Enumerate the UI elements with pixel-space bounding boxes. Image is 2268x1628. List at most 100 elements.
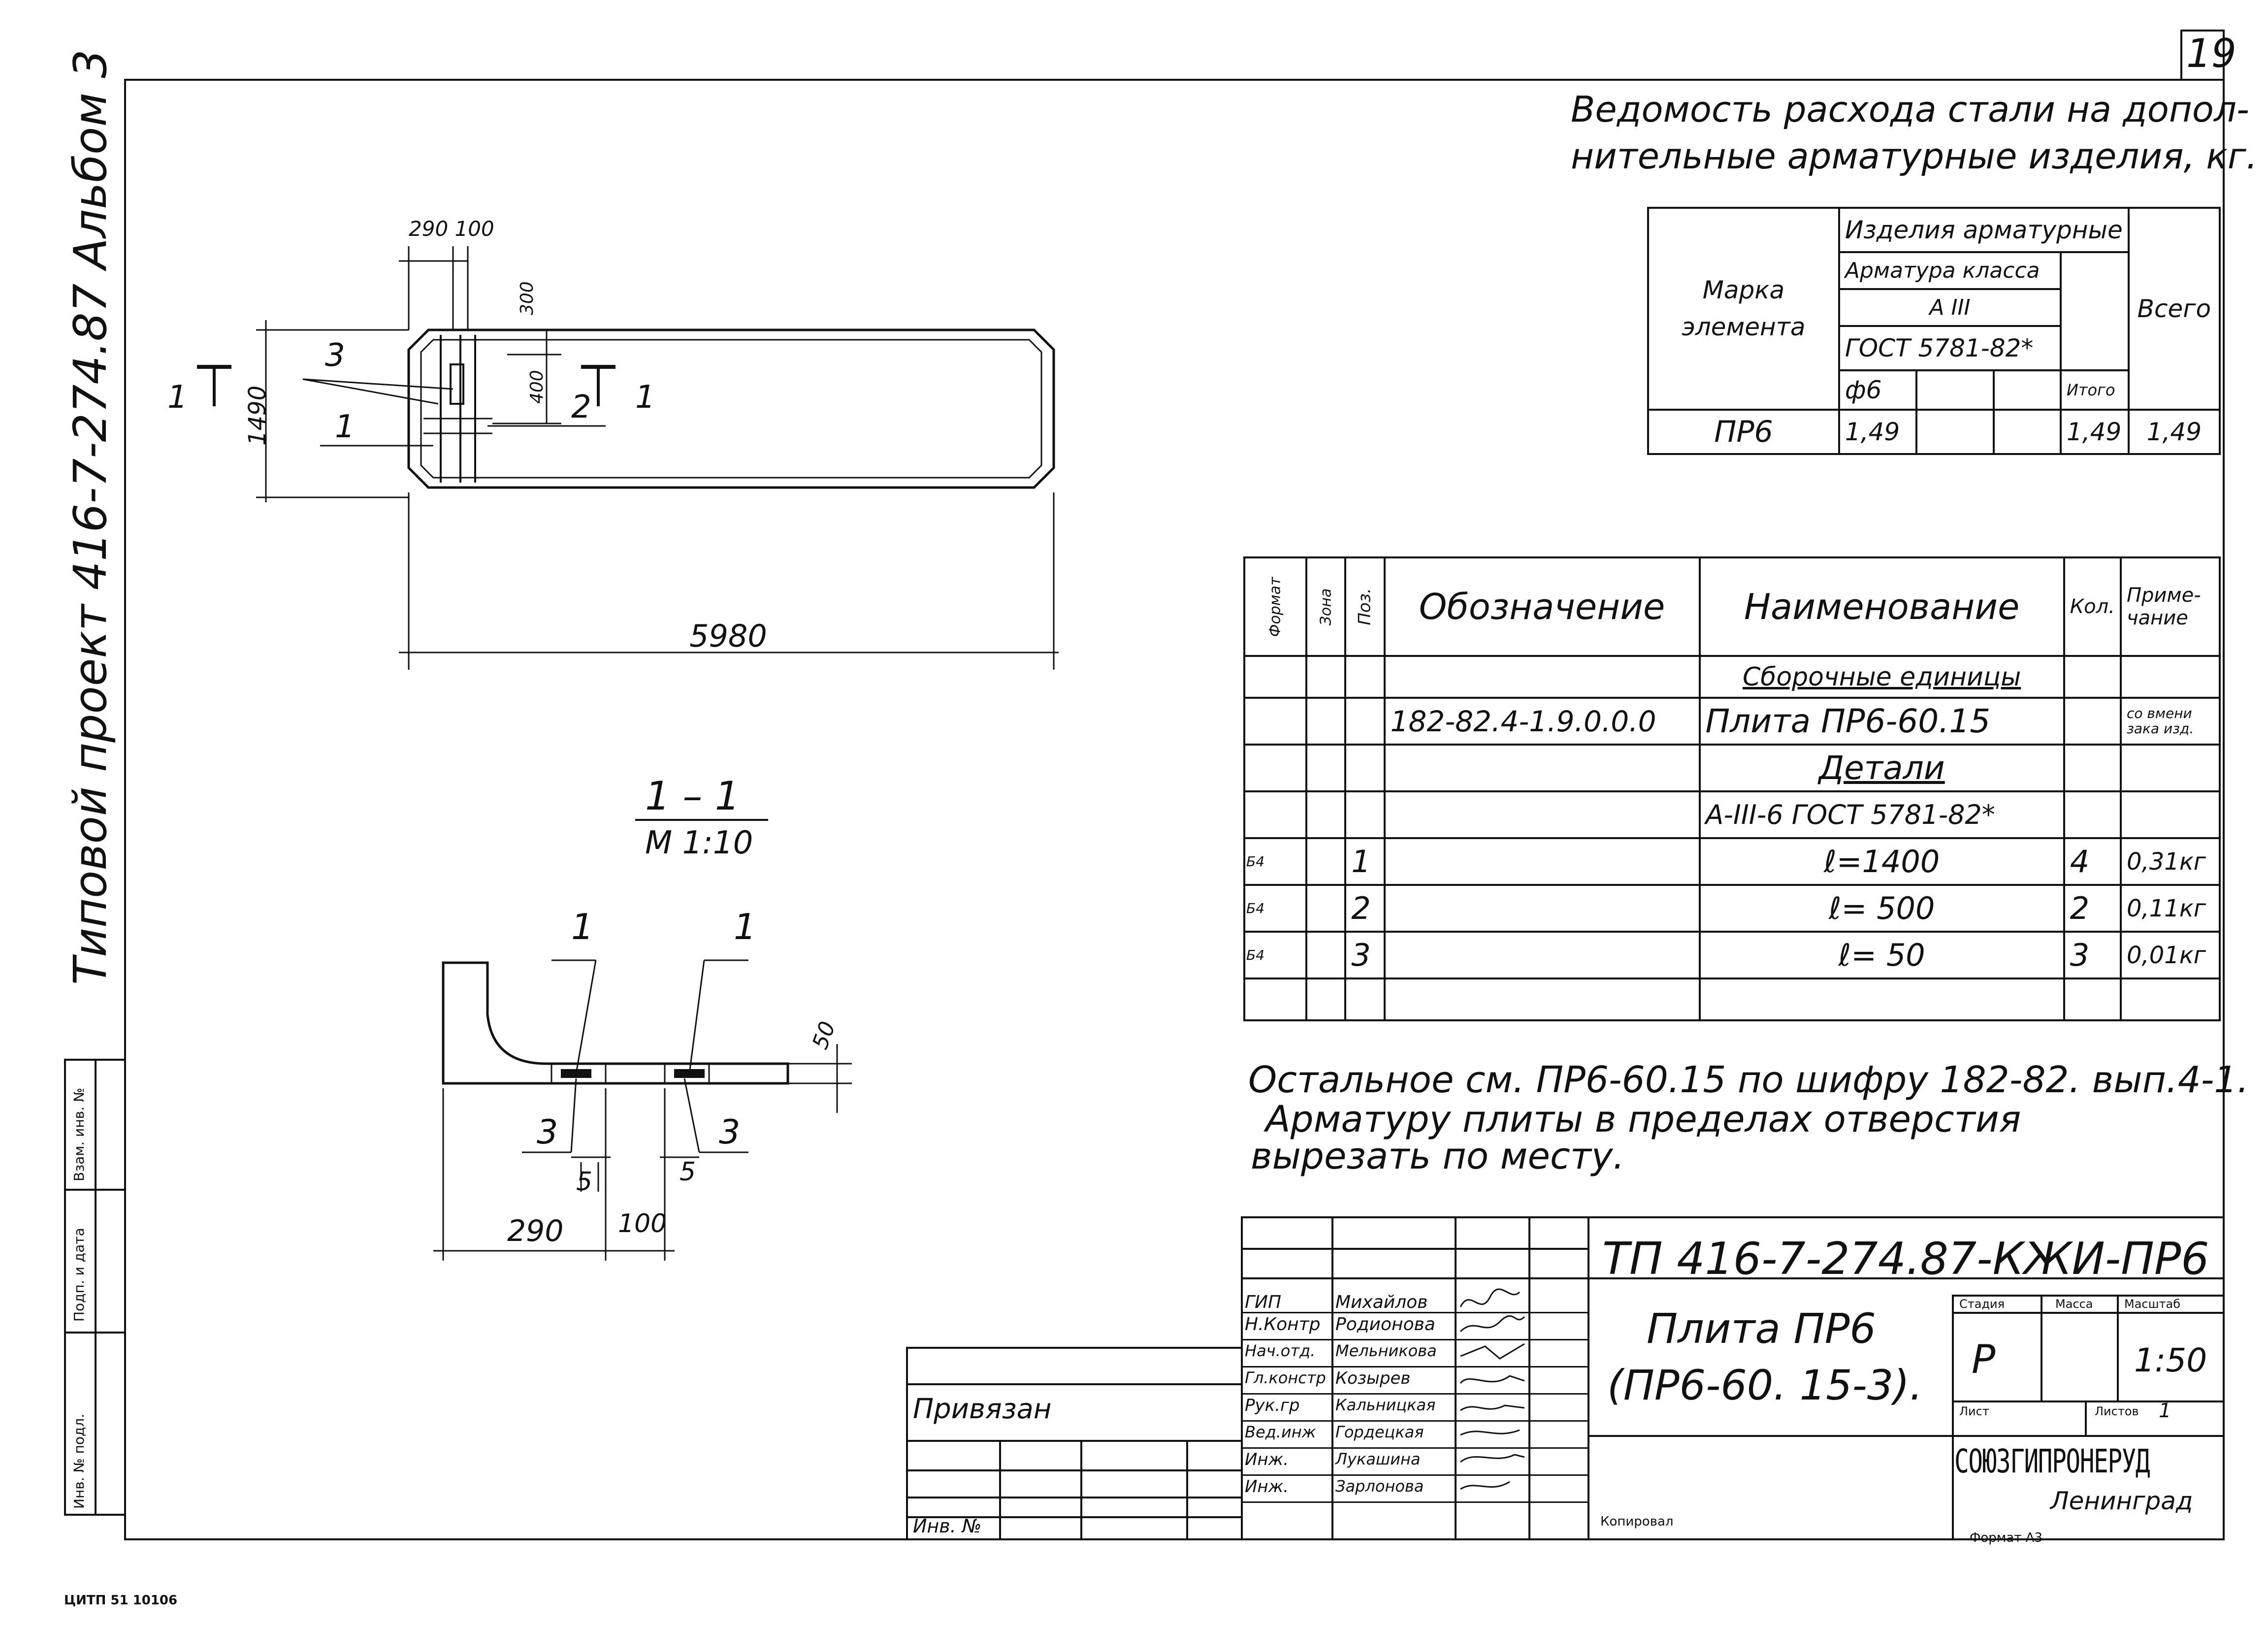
scale-value: 1:50 — [2134, 1341, 2207, 1379]
mass-label: Масса — [2055, 1297, 2093, 1311]
section-scale: М 1:10 — [645, 825, 753, 861]
spec-name: Плита ПР6-60.15 — [1698, 697, 2065, 746]
spec-h-format: Формат — [1266, 577, 1284, 637]
spec-row — [1243, 977, 2221, 1021]
staff-name: Михайлов — [1335, 1292, 1428, 1312]
staff-name: Мельникова — [1335, 1341, 1437, 1360]
staff-name: Родионова — [1335, 1314, 1435, 1335]
stage-value: Р — [1972, 1336, 1996, 1382]
spec-row: 182-82.4-1.9.0.0.0 Плита ПР6-60.15 со вм… — [1243, 697, 2221, 746]
note-line-2: Арматуру плиты в пределах отверстия — [1265, 1098, 2021, 1140]
slab-inner-outline — [420, 339, 1042, 479]
dim-1490: 1490 — [244, 385, 271, 446]
spec-table: Формат Зона Поз. Обозначение Наименовани… — [1243, 556, 2221, 1021]
staff-name: Гордецкая — [1335, 1423, 1424, 1441]
spec-row: Б4 3 ℓ= 50 3 0,01кг — [1243, 931, 2221, 979]
staff-role: Нач.отд. — [1245, 1341, 1316, 1360]
staff-role: Н.Контр — [1245, 1314, 1321, 1335]
section-callout-3a: 3 — [537, 1113, 558, 1152]
staff-role: ГИП — [1245, 1292, 1282, 1312]
bottom-code: ЦИТП 51 10106 — [64, 1593, 178, 1608]
staff-role: Инж. — [1245, 1450, 1289, 1469]
side-stamp: Инв. № подл. Подп. и дата Взам. инв. № — [64, 1059, 126, 1516]
spec-h-zone: Зона — [1317, 588, 1335, 625]
page-number: 19 — [2186, 31, 2236, 76]
dim-290-100: 290 100 — [409, 217, 494, 241]
spec-name: ℓ= 500 — [1698, 884, 2065, 933]
spec-h-name: Наименование — [1698, 556, 2065, 657]
steel-row: ПР6 1,49 1,49 1,49 — [1647, 409, 2221, 455]
sheets-value: 1 — [2159, 1400, 2171, 1422]
spec-h-note: Приме-чание — [2119, 556, 2221, 657]
spec-row: Б4 2 ℓ= 500 2 0,11кг — [1243, 884, 2221, 933]
spec-h-pos: Поз. — [1355, 588, 1375, 625]
staff-role: Вед.инж — [1245, 1423, 1316, 1441]
spec-h-qty: Кол. — [2063, 556, 2122, 657]
steel-class-code: А III — [1838, 288, 2062, 327]
steel-mark-header: Марка элемента — [1647, 207, 1840, 411]
spec-designation: 182-82.4-1.9.0.0.0 — [1383, 697, 1701, 746]
scale-label: Масштаб — [2124, 1297, 2181, 1311]
spec-name: Сборочные единицы — [1698, 655, 2065, 699]
format-label: Формат А3 — [1970, 1530, 2043, 1545]
spec-h-designation: Обозначение — [1383, 556, 1701, 657]
spec-row: Сборочные единицы — [1243, 655, 2221, 699]
steel-row-mark: ПР6 — [1647, 409, 1840, 455]
section-dim-290: 290 — [507, 1214, 564, 1248]
staff-name: Лукашина — [1335, 1450, 1421, 1468]
tied-inv: Инв. № — [913, 1515, 982, 1537]
cut-mark-right: 1 — [635, 379, 655, 416]
plan-callout-2: 2 — [571, 389, 591, 425]
signature-marks — [1459, 1288, 1525, 1490]
drawing-frame — [124, 79, 2225, 1540]
steel-row-dia: 1,49 — [1838, 409, 1917, 455]
steel-row-total: 1,49 — [2127, 409, 2221, 455]
drawing-name-1: Плита ПР6 — [1647, 1304, 1876, 1353]
section-dim-5a: 5 — [576, 1167, 593, 1197]
staff-name: Зарлонова — [1335, 1477, 1424, 1496]
cut-mark-left: 1 — [167, 379, 188, 416]
spec-row: Детали — [1243, 744, 2221, 792]
drawing-code: ТП 416-7-274.87-КЖИ-ПР6 — [1602, 1233, 2209, 1285]
steel-table-title-1: Ведомость расхода стали на допол- — [1571, 89, 2249, 130]
spec-row: А-III-6 ГОСТ 5781-82* — [1243, 790, 2221, 839]
copied-label: Копировал — [1600, 1514, 1674, 1529]
spec-name: ℓ=1400 — [1698, 837, 2065, 886]
sheets-label: Листов — [2095, 1404, 2139, 1418]
steel-products-header: Изделия арматурные — [1838, 207, 2130, 253]
page-number-box — [2180, 30, 2225, 81]
dim-400: 400 — [527, 370, 547, 404]
steel-table-title-2: нительные арматурные изделия, кг. — [1571, 135, 2258, 177]
spec-name: ℓ= 50 — [1698, 931, 2065, 979]
section-dim-100: 100 — [618, 1209, 667, 1238]
plan-callout-3: 3 — [325, 337, 345, 374]
steel-class-header: Арматура класса — [1838, 251, 2062, 290]
spec-row: Б4 1 ℓ=1400 4 0,31кг — [1243, 837, 2221, 886]
slab-outline — [407, 328, 1055, 489]
org-name: СОЮЗГИПРОНЕРУД — [1954, 1442, 2150, 1480]
spec-note: со вмени зака изд. — [2119, 697, 2221, 746]
steel-table: Марка элемента Изделия арматурные Всего … — [1647, 207, 2221, 455]
dim-300: 300 — [517, 281, 537, 315]
tied-label: Привязан — [913, 1393, 1052, 1425]
section-callout-3b: 3 — [719, 1113, 741, 1152]
staff-role: Инж. — [1245, 1477, 1289, 1497]
spec-name: А-III-6 ГОСТ 5781-82* — [1698, 790, 2065, 839]
staff-name: Козырев — [1335, 1368, 1411, 1388]
staff-role: Гл.констр — [1245, 1368, 1326, 1387]
staff-role: Рук.гр — [1245, 1396, 1300, 1415]
spec-name: Детали — [1698, 744, 2065, 792]
note-line-3: вырезать по месту. — [1251, 1135, 1625, 1177]
plan-callout-1: 1 — [335, 409, 355, 445]
steel-subtotal-header: Итого — [2059, 369, 2130, 411]
drawing-name-2: (ПР6-60. 15-3). — [1607, 1361, 1923, 1409]
org-city: Ленинград — [2050, 1487, 2193, 1515]
section-profile — [442, 961, 789, 1085]
section-title: 1 – 1 — [645, 773, 740, 819]
steel-gost-header: ГОСТ 5781-82* — [1838, 325, 2062, 371]
steel-row-subtotal: 1,49 — [2059, 409, 2130, 455]
section-callout-1a: 1 — [571, 906, 594, 947]
sheet-label: Лист — [1959, 1404, 1989, 1418]
tied-block: Привязан Инв. № — [906, 1347, 1243, 1538]
section-callout-1b: 1 — [734, 906, 756, 947]
